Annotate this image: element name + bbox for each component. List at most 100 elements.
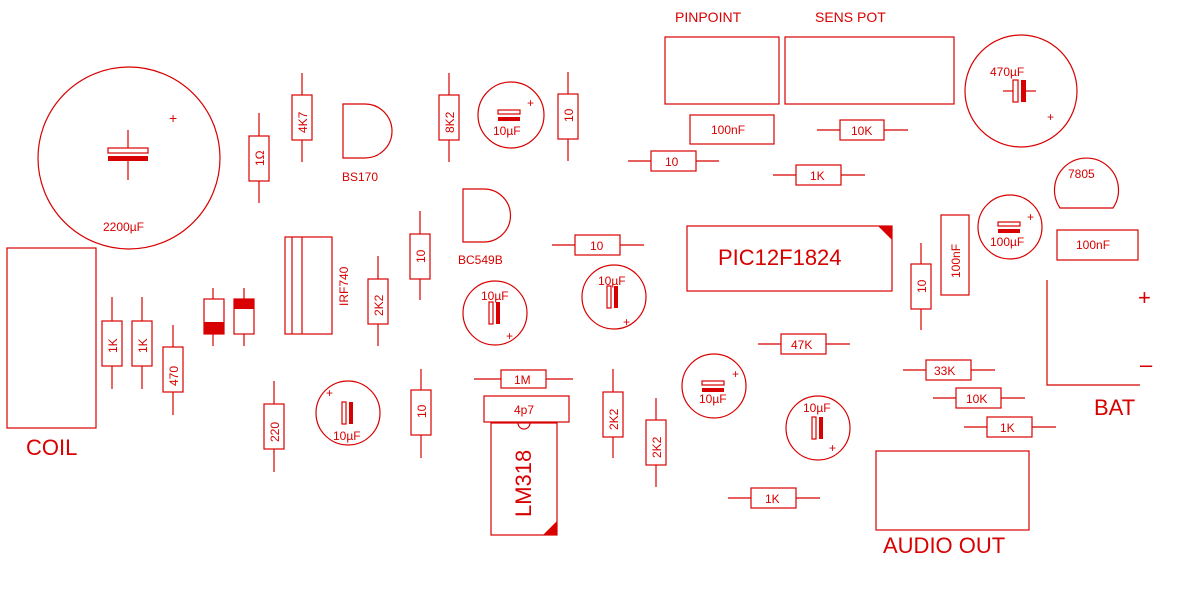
svg-text:10: 10 xyxy=(415,404,429,418)
resistor-2k2-mid: 2K2 xyxy=(602,369,624,458)
resistor-10-top-h: 10 xyxy=(628,150,719,172)
svg-text:47K: 47K xyxy=(791,338,812,352)
svg-text:470: 470 xyxy=(167,366,181,386)
cap-2200uf-plus: + xyxy=(169,110,177,126)
regulator-7805-label: 7805 xyxy=(1068,167,1095,181)
svg-text:+: + xyxy=(623,315,630,329)
svg-text:2K2: 2K2 xyxy=(650,436,664,458)
resistor-10-top: 10 xyxy=(557,72,579,161)
cap-100uf-outline xyxy=(977,194,1043,260)
cap-10uf-bottom-left: 10µF + xyxy=(315,380,381,446)
svg-text:10: 10 xyxy=(665,155,679,169)
resistor-1k-right: 1K xyxy=(964,416,1056,438)
resistor-1m: 1M xyxy=(474,369,573,389)
svg-text:10µF: 10µF xyxy=(481,289,509,303)
battery-outline xyxy=(1046,280,1140,386)
svg-text:10K: 10K xyxy=(851,124,872,138)
bat-label: BAT xyxy=(1094,395,1135,420)
cap-100nf-right-label: 100nF xyxy=(1076,238,1110,252)
svg-text:4K7: 4K7 xyxy=(296,111,310,133)
cap-10uf-bottom-right: 10µF + xyxy=(785,395,851,461)
cap-10uf-bottom-mid: 10µF + xyxy=(681,353,747,419)
pic12f1824-label: PIC12F1824 xyxy=(718,245,842,270)
irf740-label: IRF740 xyxy=(337,266,351,306)
resistor-4k7: 4K7 xyxy=(291,73,313,162)
sens-pot-footprint xyxy=(784,36,955,105)
svg-text:10µF: 10µF xyxy=(493,124,521,138)
svg-text:1K: 1K xyxy=(1000,421,1015,435)
resistor-470: 470 xyxy=(162,325,184,415)
svg-text:1K: 1K xyxy=(810,169,825,183)
svg-text:33K: 33K xyxy=(934,364,955,378)
cap-2200uf-outline xyxy=(37,66,221,250)
cap-100nf-right xyxy=(1056,229,1139,261)
bc549b-label: BC549B xyxy=(458,253,503,267)
cap-2200uf-label: 2200µF xyxy=(103,220,144,234)
cap-100nf-vertical-label: 100nF xyxy=(949,244,963,278)
resistor-1k-coil-b: 1K xyxy=(131,297,153,389)
svg-text:10µF: 10µF xyxy=(803,401,831,415)
coil-connector-footprint xyxy=(6,247,97,429)
cap-470uf-label: 470µF xyxy=(990,65,1024,79)
sens-pot-label: SENS POT xyxy=(815,9,886,25)
diode-left xyxy=(203,288,225,346)
cap-470uf-plus: + xyxy=(1047,110,1054,124)
coil-label: COIL xyxy=(26,435,77,460)
cap-100nf-top-label: 100nF xyxy=(711,123,745,137)
svg-text:10: 10 xyxy=(562,108,576,122)
resistor-1o-left: 1Ω xyxy=(248,113,270,203)
svg-text:8K2: 8K2 xyxy=(443,111,457,133)
pinpoint-switch-footprint xyxy=(664,36,780,105)
resistor-1k-bottom: 1K xyxy=(728,487,820,509)
cap-100nf-top xyxy=(689,114,775,145)
audio-out-footprint xyxy=(875,450,1030,531)
resistor-10k-bottom: 10K xyxy=(933,387,1025,409)
resistor-47k: 47K xyxy=(758,333,850,355)
cap-4p7 xyxy=(483,395,570,423)
svg-text:1K: 1K xyxy=(106,338,120,353)
svg-text:10: 10 xyxy=(590,239,604,253)
resistor-10-pic: 10 xyxy=(910,243,932,330)
transistor-bs170 xyxy=(342,103,393,159)
cap-4p7-label: 4p7 xyxy=(514,403,534,417)
cap-100nf-vertical xyxy=(940,214,970,296)
svg-text:1K: 1K xyxy=(765,492,780,506)
transistor-bc549b xyxy=(462,188,512,243)
cap-10uf-mid-left: 10µF + xyxy=(462,280,528,346)
pinpoint-label: PINPOINT xyxy=(675,9,742,25)
resistor-220: 220 xyxy=(263,381,285,472)
resistor-1k-coil-a: 1K xyxy=(101,297,123,389)
resistor-2k2-left: 2K2 xyxy=(367,256,389,346)
svg-text:1M: 1M xyxy=(514,373,531,387)
bat-plus-sign: + xyxy=(1138,285,1151,310)
lm318-label: LM318 xyxy=(511,450,536,517)
svg-text:10: 10 xyxy=(915,279,929,293)
cap-100uf-plus: + xyxy=(1027,210,1034,224)
svg-text:+: + xyxy=(829,441,836,455)
resistor-1k-pic-top: 1K xyxy=(773,164,865,186)
cap-10uf-mid-right: 10µF + xyxy=(581,264,647,330)
resistor-10-bc549: 10 xyxy=(409,211,431,300)
resistor-10-mid-h: 10 xyxy=(552,234,644,256)
svg-text:10K: 10K xyxy=(966,392,987,406)
svg-text:220: 220 xyxy=(268,422,282,442)
cap-100uf-label: 100µF xyxy=(990,235,1024,249)
cap-470uf-outline xyxy=(964,34,1078,148)
cap-10uf-top: 10µF + xyxy=(477,81,545,149)
bat-minus-sign: – xyxy=(1140,352,1153,377)
resistor-2k2-right: 2K2 xyxy=(645,398,667,487)
mosfet-irf740 xyxy=(284,236,333,335)
svg-text:+: + xyxy=(506,329,513,343)
pic12f1824-chip xyxy=(686,225,893,292)
svg-text:+: + xyxy=(527,96,534,110)
svg-text:10µF: 10µF xyxy=(333,429,361,443)
resistor-10-bottom: 10 xyxy=(410,369,432,458)
svg-text:+: + xyxy=(732,367,739,381)
svg-text:10µF: 10µF xyxy=(699,392,727,406)
svg-text:2K2: 2K2 xyxy=(372,294,386,316)
resistor-10k-top: 10K xyxy=(817,119,908,141)
svg-text:10µF: 10µF xyxy=(598,274,626,288)
diode-right xyxy=(233,288,255,346)
